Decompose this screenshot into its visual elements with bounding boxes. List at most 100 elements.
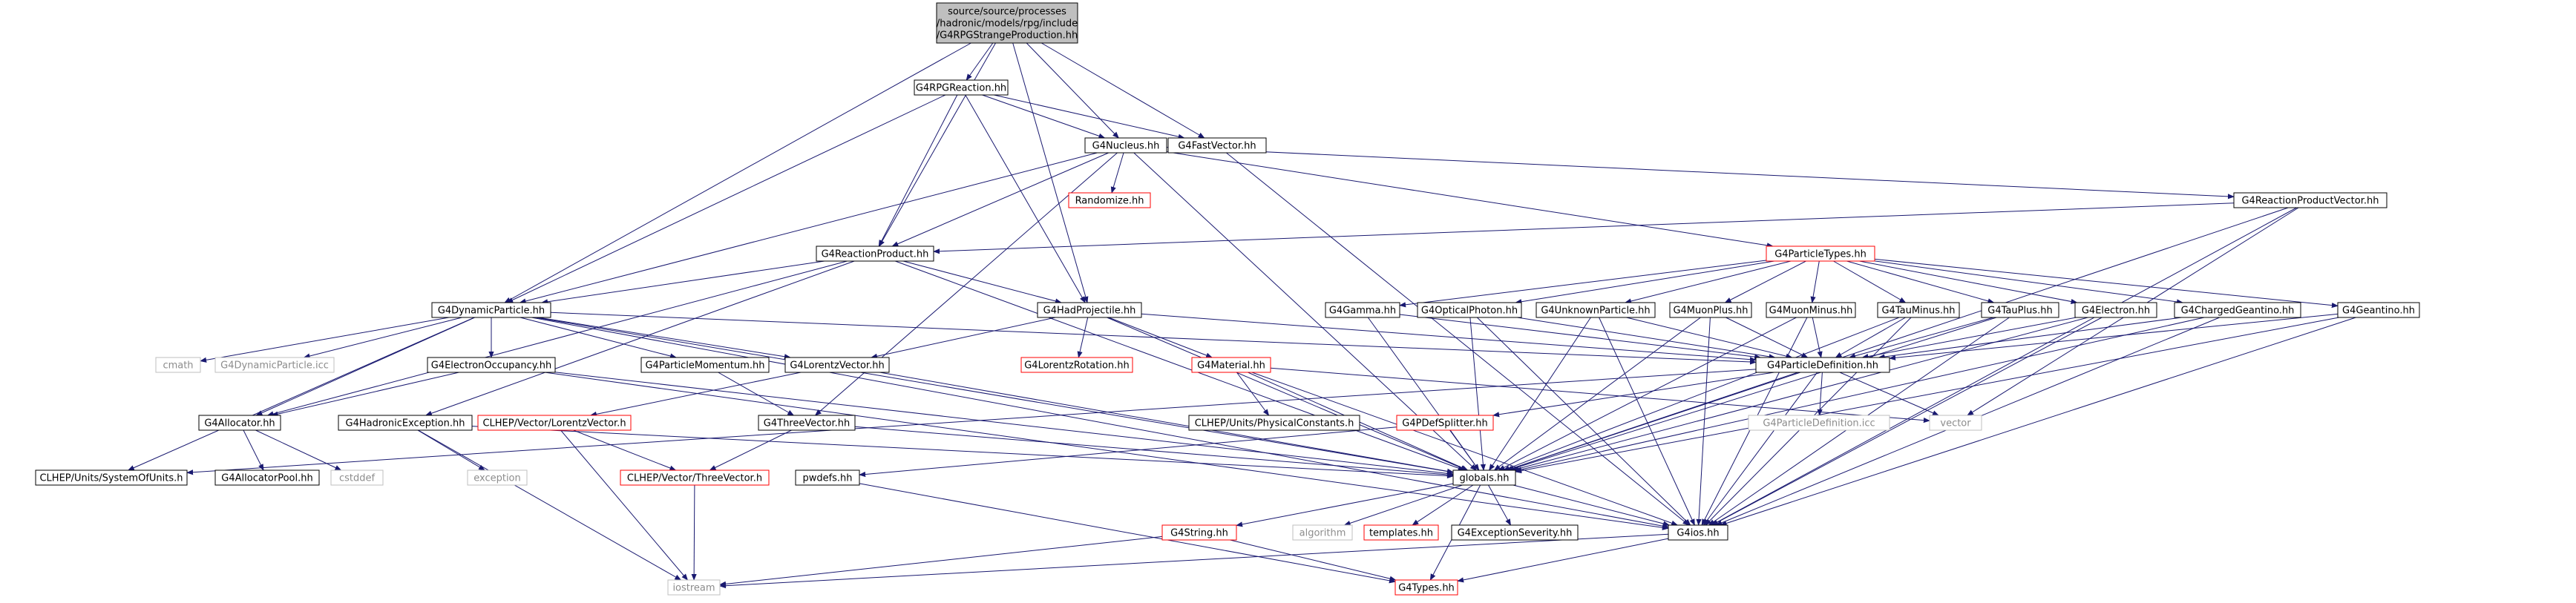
- node-label: G4Gamma.hh: [1329, 306, 1396, 317]
- node-box: [1766, 246, 1875, 262]
- node-lorentzvector[interactable]: G4LorentzVector.hh: [784, 357, 890, 373]
- node-pwdefs[interactable]: pwdefs.hh: [795, 469, 860, 486]
- node-box: [1748, 415, 1890, 431]
- edge-electronoccupancy-to-allocator: [271, 372, 459, 417]
- edge-unknownparticle-to-g4ios: [1599, 317, 1695, 526]
- node-algorithm: algorithm: [1292, 524, 1353, 541]
- edge-nucleus-to-reactionproduct: [891, 152, 1109, 247]
- edge-hadprojectile-to-lorentzrotation: [1077, 317, 1089, 358]
- node-opticalphoton[interactable]: G4OpticalPhoton.hh: [1417, 302, 1522, 318]
- node-randomize[interactable]: Randomize.hh: [1068, 192, 1151, 208]
- node-box: [640, 357, 770, 373]
- node-allocator[interactable]: G4Allocator.hh: [198, 415, 281, 431]
- edge-particletypes-to-muonplus: [1724, 260, 1806, 303]
- node-exceptionseverity[interactable]: G4ExceptionSeverity.hh: [1451, 524, 1579, 541]
- node-tauplus[interactable]: G4TauPlus.hh: [1981, 302, 2059, 318]
- edge-g4ios-to-g4types: [1457, 538, 1669, 583]
- node-globals[interactable]: globals.hh: [1452, 469, 1516, 486]
- edge-lorentzvector-to-globals: [879, 372, 1454, 474]
- edge-material-to-physicalconstants: [1236, 372, 1270, 416]
- node-reactionproductvector[interactable]: G4ReactionProductVector.hh: [2233, 192, 2387, 208]
- node-electron[interactable]: G4Electron.hh: [2074, 302, 2157, 318]
- node-clheplorentzvector[interactable]: CLHEP/Vector/LorentzVector.h: [477, 415, 632, 431]
- node-clhepthreevector[interactable]: CLHEP/Vector/ThreeVector.h: [620, 469, 770, 486]
- edge-reactionproduct-to-hadronicexception: [425, 260, 855, 416]
- node-chargedgeantino[interactable]: G4ChargedGeantino.hh: [2174, 302, 2301, 318]
- node-electronoccupancy[interactable]: G4ElectronOccupancy.hh: [427, 357, 556, 373]
- edge-particledefinition-to-g4ios: [1702, 372, 1818, 526]
- node-label: G4DynamicParticle.hh: [438, 306, 545, 317]
- node-unknownparticle[interactable]: G4UnknownParticle.hh: [1536, 302, 1656, 318]
- node-geantino[interactable]: G4Geantino.hh: [2337, 302, 2420, 318]
- edge-electronoccupancy-to-g4ios: [544, 372, 1669, 530]
- node-label: CLHEP/Units/PhysicalConstants.h: [1195, 418, 1354, 429]
- node-rpgreaction[interactable]: G4RPGReaction.hh: [914, 79, 1009, 96]
- node-fastvector[interactable]: G4FastVector.hh: [1167, 137, 1267, 154]
- edge-particledefinition-to-systemofunits: [186, 369, 1757, 475]
- node-label: vector: [1940, 418, 1971, 429]
- node-muonminus[interactable]: G4MuonMinus.hh: [1766, 302, 1856, 318]
- node-gamma[interactable]: G4Gamma.hh: [1325, 302, 1400, 318]
- edge-chargedgeantino-to-particledefinition: [1878, 317, 2182, 360]
- node-threevector[interactable]: G4ThreeVector.hh: [758, 415, 856, 431]
- node-reactionproduct[interactable]: G4ReactionProduct.hh: [816, 246, 934, 262]
- node-hadronicexception[interactable]: G4HadronicException.hh: [338, 415, 473, 431]
- node-label: G4RPGReaction.hh: [916, 83, 1006, 94]
- node-allocatorpool[interactable]: G4AllocatorPool.hh: [214, 469, 320, 486]
- edge-particletypes-to-gamma: [1399, 260, 1767, 308]
- node-particledefinition[interactable]: G4ParticleDefinition.hh: [1755, 357, 1890, 373]
- node-label: G4ReactionProductVector.hh: [2241, 196, 2379, 207]
- edge-root-to-reactionproduct: [879, 42, 996, 247]
- edge-dynamicparticle-to-g4ios: [531, 317, 1669, 529]
- node-dynamicparticleicc: G4DynamicParticle.icc: [214, 357, 335, 373]
- edge-electron-to-particledefinition: [1861, 317, 2077, 360]
- node-box: [1161, 524, 1237, 541]
- edge-hadronicexception-to-iostream: [418, 429, 682, 581]
- edge-electron-to-g4ios: [1711, 317, 2103, 526]
- node-root[interactable]: source/source/processes/hadronic/models/…: [936, 2, 1078, 44]
- node-label: templates.hh: [1369, 528, 1433, 539]
- node-lorentzrotation[interactable]: G4LorentzRotation.hh: [1020, 357, 1133, 373]
- node-g4types[interactable]: G4Types.hh: [1394, 579, 1458, 596]
- edge-g4string-to-iostream: [719, 536, 1163, 587]
- edge-tauminus-to-particledefinition: [1835, 317, 1906, 358]
- edge-opticalphoton-to-globals: [1469, 317, 1486, 471]
- edge-dynamicparticle-to-cmath: [200, 317, 450, 363]
- edge-root-to-dynamicparticle: [504, 42, 971, 303]
- node-particlemomentum[interactable]: G4ParticleMomentum.hh: [640, 357, 770, 373]
- edge-reactionproductvector-to-g4ios: [1711, 207, 2297, 526]
- node-tauminus[interactable]: G4TauMinus.hh: [1877, 302, 1960, 318]
- edge-electron-to-globals: [1511, 317, 2088, 472]
- node-pdefsplitter[interactable]: G4PDefSplitter.hh: [1396, 415, 1494, 431]
- node-muonplus[interactable]: G4MuonPlus.hh: [1669, 302, 1752, 318]
- node-physicalconstants[interactable]: CLHEP/Units/PhysicalConstants.h: [1188, 415, 1360, 431]
- edge-globals-to-exceptionseverity: [1488, 484, 1511, 526]
- node-label: G4ThreeVector.hh: [764, 418, 850, 429]
- node-box: [1396, 415, 1494, 431]
- node-label: G4LorentzVector.hh: [790, 360, 884, 372]
- edge-root-to-hadprojectile: [1012, 42, 1089, 303]
- node-label: G4OpticalPhoton.hh: [1421, 306, 1518, 317]
- node-label: G4HadronicException.hh: [346, 418, 465, 429]
- edge-electronoccupancy-to-globals: [554, 372, 1454, 476]
- node-hadprojectile[interactable]: G4HadProjectile.hh: [1037, 302, 1142, 318]
- node-particletypes[interactable]: G4ParticleTypes.hh: [1766, 246, 1875, 262]
- node-nucleus[interactable]: G4Nucleus.hh: [1084, 137, 1167, 154]
- node-systemofunits[interactable]: CLHEP/Units/SystemOfUnits.h: [35, 469, 188, 486]
- edge-material-to-vector: [1270, 367, 1930, 424]
- node-box: [1292, 524, 1353, 541]
- node-box: [1084, 137, 1167, 154]
- node-g4ios[interactable]: G4ios.hh: [1668, 524, 1728, 541]
- node-dynamicparticle[interactable]: G4DynamicParticle.hh: [431, 302, 551, 318]
- node-box: [1191, 357, 1271, 373]
- edge-particlemomentum-to-threevector: [718, 372, 795, 416]
- node-material[interactable]: G4Material.hh: [1191, 357, 1271, 373]
- node-label: G4Electron.hh: [2082, 306, 2150, 317]
- node-templates[interactable]: templates.hh: [1363, 524, 1439, 541]
- node-g4string[interactable]: G4String.hh: [1161, 524, 1237, 541]
- node-label: G4MuonPlus.hh: [1673, 306, 1748, 317]
- edge-geantino-to-g4ios: [1720, 317, 2356, 526]
- node-box: [1755, 357, 1890, 373]
- node-box: [198, 415, 281, 431]
- node-label: CLHEP/Vector/LorentzVector.h: [482, 418, 626, 429]
